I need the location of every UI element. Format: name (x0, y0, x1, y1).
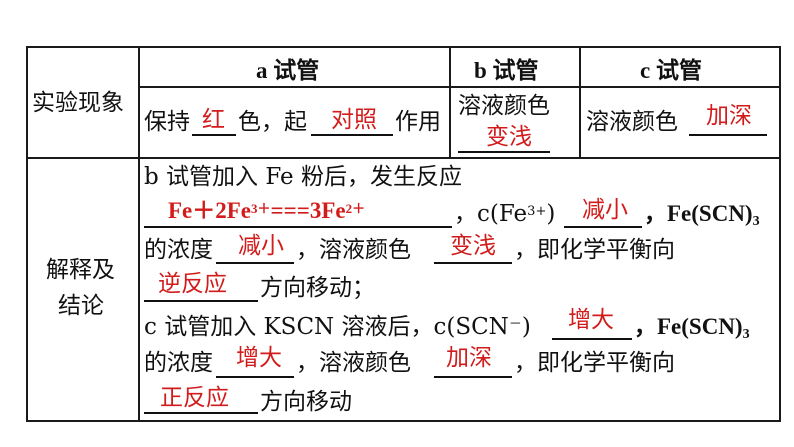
a-answer-role: 对照 (331, 107, 377, 133)
experiment-table: a 试管 b 试管 c 试管 实验现象 保持 红 色，起 对照 作用 溶液颜色 … (26, 46, 781, 422)
line6-conc-answer: 增大 (236, 345, 282, 371)
line4-suffix: 方向移动； (260, 275, 375, 301)
header-divider (138, 86, 781, 88)
line4-blank (144, 300, 258, 302)
line3-blank-2 (434, 262, 512, 264)
a-prefix: 保持 (144, 109, 190, 135)
line3-suffix: ，即化学平衡向 (514, 237, 675, 263)
reaction-equation: Fe＋2Fe3＋===3Fe2＋ (168, 198, 366, 223)
line6-blank-2 (434, 376, 512, 378)
scn-conc-label: c 试管加入 KSCN 溶液后，c(SCN－) (144, 314, 531, 340)
fescn-label-1: ，Fe(SCN)3 (644, 201, 760, 229)
table-border-left (26, 46, 28, 422)
scn-change-answer: 增大 (568, 307, 614, 333)
line3-middle: ，溶液颜色 (296, 237, 411, 263)
line3-blank-1 (216, 262, 294, 264)
fe3-conc-label: ，c(Fe3+) (454, 201, 556, 227)
line6-blank-1 (216, 376, 294, 378)
line3-conc-answer: 减小 (238, 233, 284, 259)
line7-suffix: 方向移动 (260, 389, 352, 415)
header-tube-b: b 试管 (474, 58, 539, 83)
c-blank (689, 134, 767, 136)
a-blank-1 (192, 134, 236, 136)
line6-suffix: ，即化学平衡向 (514, 350, 675, 376)
line6-color-answer: 加深 (446, 345, 492, 371)
header-tube-a: a 试管 (256, 58, 320, 83)
fe3-blank (564, 226, 642, 228)
row-label-phenomenon: 实验现象 (32, 90, 124, 116)
line6-prefix: 的浓度 (144, 350, 213, 376)
b-prefix: 溶液颜色 (458, 93, 550, 119)
table-border-bottom (26, 420, 781, 422)
line3-color-answer: 变浅 (450, 233, 496, 259)
line4-direction-answer: 逆反应 (158, 271, 227, 297)
b-answer: 变浅 (486, 124, 532, 150)
a-middle: 色，起 (238, 109, 307, 135)
row-divider (26, 157, 781, 159)
bc-column-divider (579, 46, 581, 158)
table-border-top (26, 46, 781, 48)
ab-column-divider (449, 46, 451, 158)
table-border-right (779, 46, 781, 422)
a-blank-2 (311, 134, 393, 136)
fescn-label-2: ，Fe(SCN)3 (634, 314, 750, 342)
header-tube-c: c 试管 (640, 58, 702, 83)
explanation-line-1: b 试管加入 Fe 粉后，发生反应 (144, 164, 462, 190)
c-answer: 加深 (706, 103, 752, 129)
equation-blank (144, 226, 452, 228)
c-prefix: 溶液颜色 (586, 109, 678, 135)
row-label-explanation-1: 解释及 (46, 257, 115, 283)
line3-prefix: 的浓度 (144, 237, 213, 263)
line6-middle: ，溶液颜色 (296, 350, 411, 376)
a-suffix: 作用 (395, 109, 441, 135)
line7-direction-answer: 正反应 (160, 385, 229, 411)
b-blank (458, 151, 550, 153)
fe3-change-answer: 减小 (582, 197, 628, 223)
scn-blank (552, 338, 632, 340)
line7-blank (144, 412, 258, 414)
label-column-divider (138, 46, 140, 422)
a-answer-color: 红 (202, 107, 225, 133)
row-label-explanation-2: 结论 (58, 293, 104, 319)
